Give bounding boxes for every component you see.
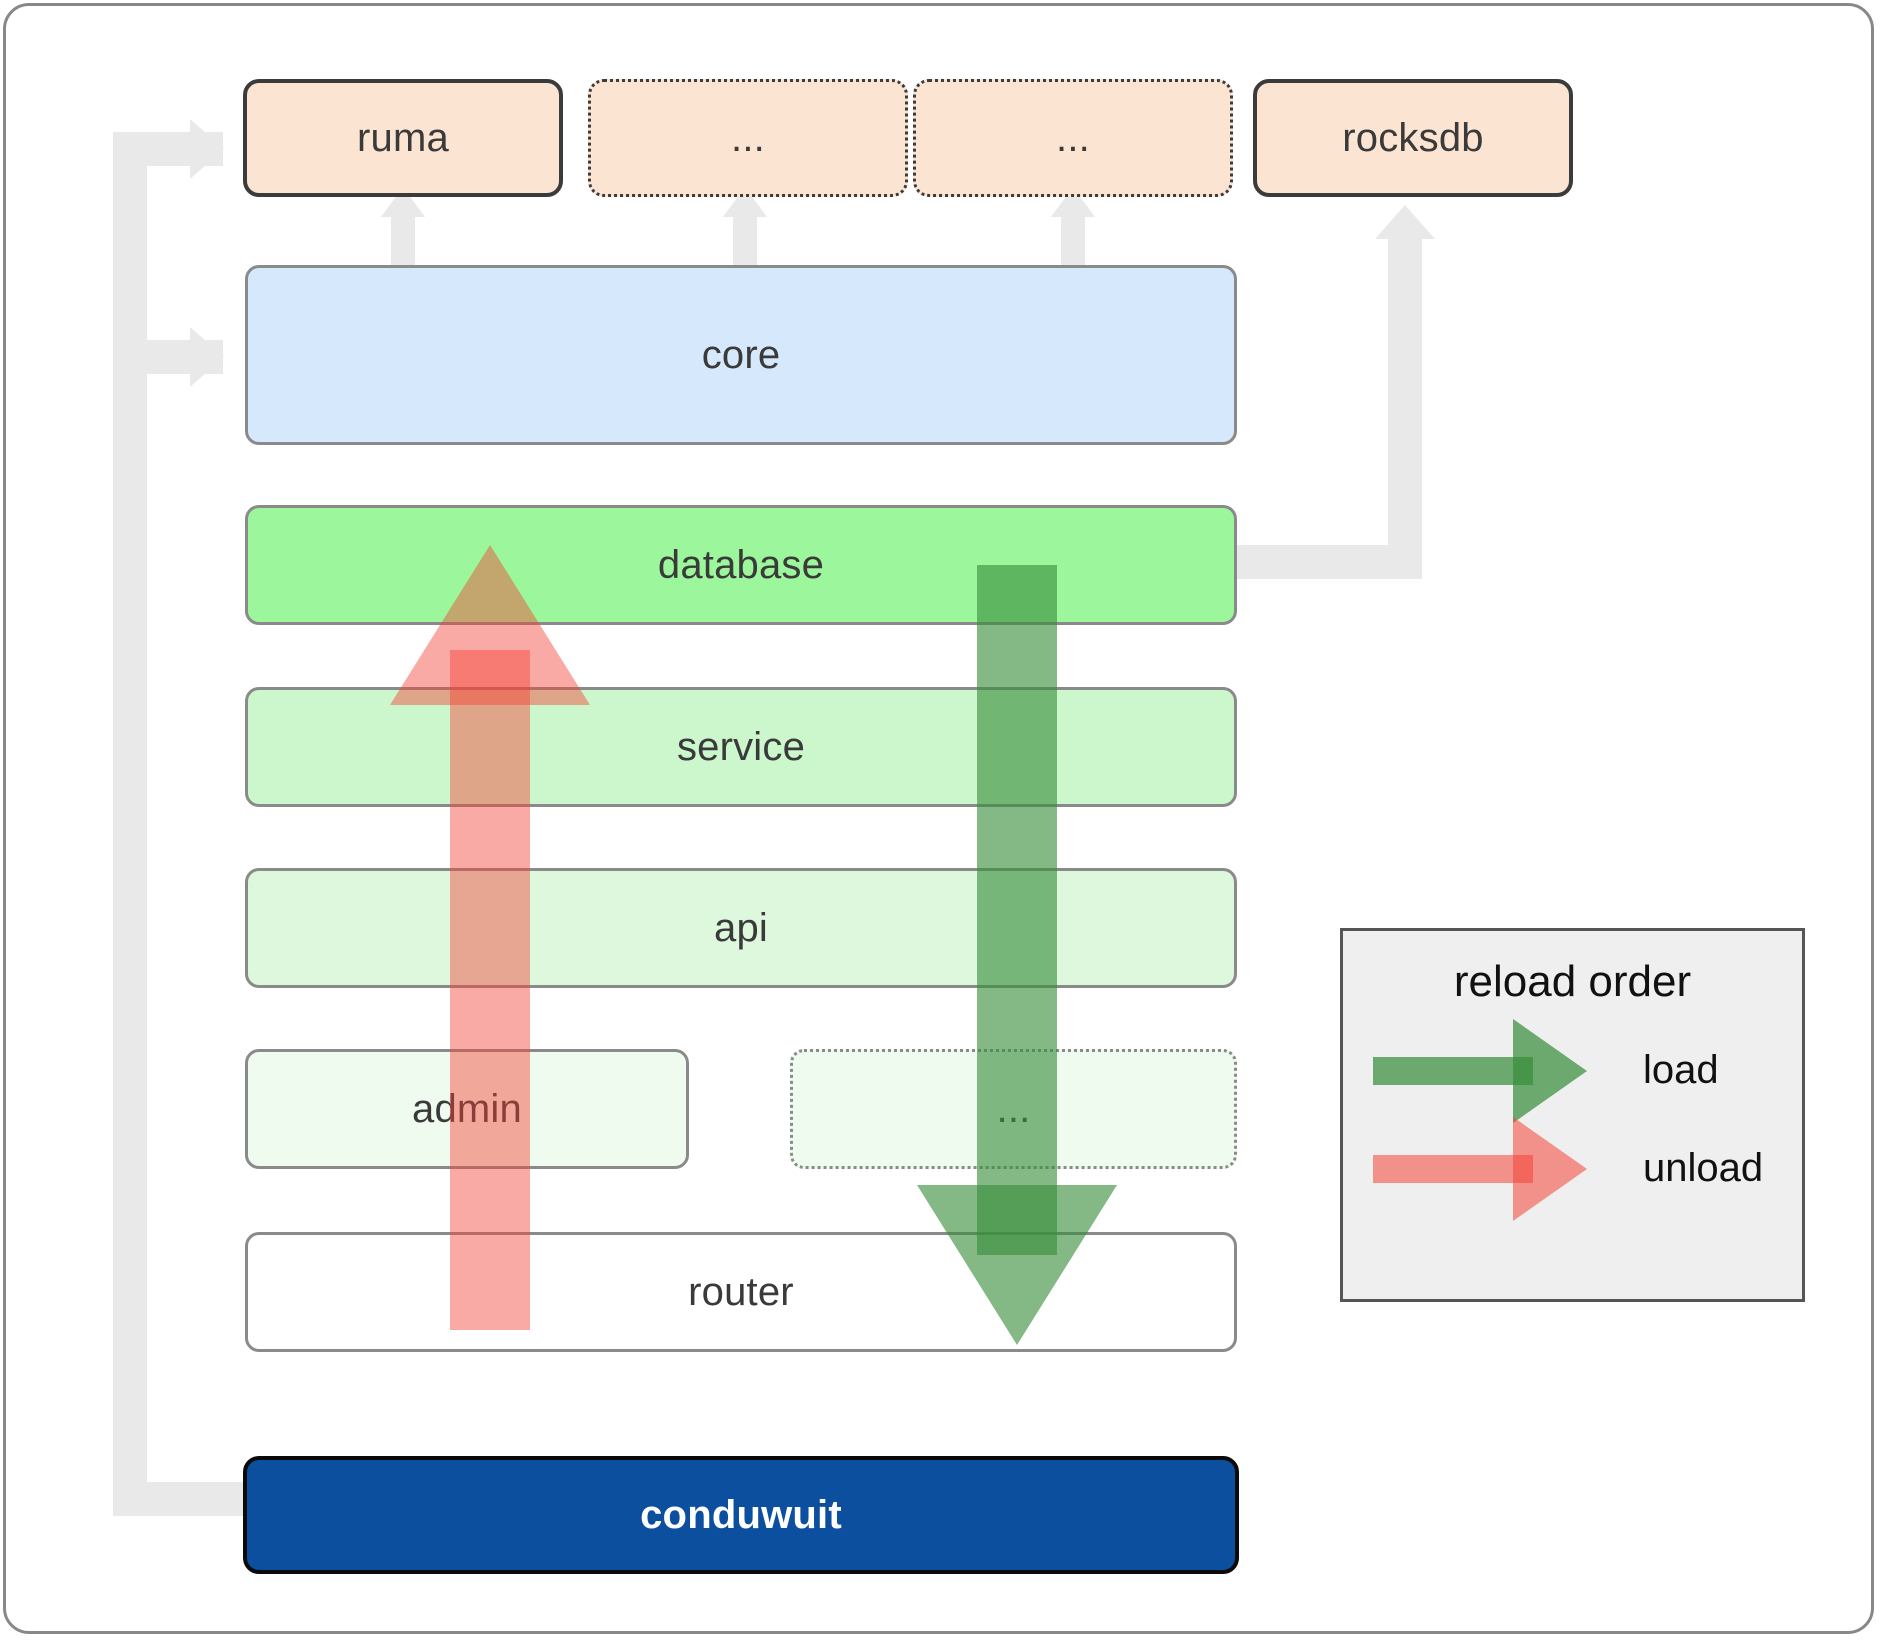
node-dependency-ellipsis-1[interactable]: ... — [588, 79, 908, 197]
node-dependency-ruma[interactable]: ruma — [243, 79, 563, 197]
legend-unload-label: unload — [1643, 1146, 1764, 1190]
node-core[interactable]: core — [245, 265, 1237, 445]
node-label: core — [701, 332, 781, 377]
legend-load-arrow-shaft — [1373, 1057, 1533, 1085]
node-label: router — [688, 1269, 794, 1314]
connector-trunk-to-binary — [113, 1482, 243, 1516]
flow-unload-head — [390, 545, 590, 705]
connector-to-ruma-head — [190, 119, 224, 179]
legend-unload-arrow-shaft — [1373, 1155, 1533, 1183]
legend-unload-arrow-head — [1513, 1117, 1587, 1221]
connector-database-to-rocksdb-vertical — [1388, 238, 1422, 579]
node-api[interactable]: api — [245, 868, 1237, 988]
legend-title: reload order — [1453, 957, 1692, 1006]
node-binary-conduwuit[interactable]: conduwuit — [243, 1456, 1239, 1574]
node-label: ... — [1056, 115, 1090, 160]
node-dependency-rocksdb[interactable]: rocksdb — [1253, 79, 1573, 197]
node-label: database — [657, 542, 825, 587]
node-label: ruma — [357, 115, 449, 160]
node-dependency-ellipsis-2[interactable]: ... — [913, 79, 1233, 197]
node-service[interactable]: service — [245, 687, 1237, 807]
legend-load-label: load — [1643, 1048, 1719, 1092]
node-label: conduwuit — [640, 1492, 842, 1537]
node-label: api — [714, 905, 768, 950]
legend-load-arrow-head — [1513, 1019, 1587, 1123]
node-label: ... — [731, 115, 765, 160]
flow-load-head — [917, 1185, 1117, 1345]
connector-database-to-rocksdb-head — [1375, 205, 1435, 239]
diagram-frame — [3, 3, 1874, 1634]
flow-unload-shaft — [450, 650, 530, 1330]
legend-panel: reload order load unload — [1340, 928, 1805, 1302]
node-admin[interactable]: admin — [245, 1049, 689, 1169]
node-label: rocksdb — [1342, 115, 1484, 160]
flow-load-shaft — [977, 565, 1057, 1255]
node-database[interactable]: database — [245, 505, 1237, 625]
node-label: service — [676, 724, 806, 769]
connector-to-core-head — [190, 327, 224, 387]
